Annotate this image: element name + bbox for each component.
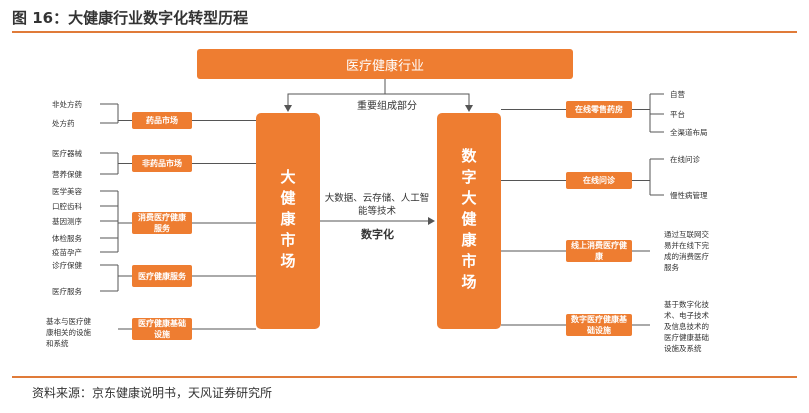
left-leaf-item: 医疗服务 [52, 287, 82, 296]
title-rule [12, 31, 797, 33]
right-leaf-item: 慢性病管理 [670, 191, 708, 200]
left-leaf-item: 诊疗保健 [52, 261, 82, 270]
left-leaf-item: 医疗器械 [52, 149, 82, 158]
right-group-box: 在线问诊 [566, 172, 632, 189]
left-group-box: 医疗健康基础设施 [132, 318, 192, 340]
health-market-box: 大健康市场 [256, 113, 320, 329]
right-leaf-item: 基于数字化技术、电子技术及信息技术的医疗健康基础设施及系统 [664, 300, 709, 353]
digitization-label: 数字化 [361, 228, 394, 241]
source-note: 资料来源：京东健康说明书，天风证券研究所 [32, 386, 273, 400]
right-group-box: 线上消费医疗健康 [566, 240, 632, 262]
right-group-box: 在线零售药房 [566, 101, 632, 118]
left-leaf-item: 医学美容 [52, 187, 82, 196]
left-connectors [100, 103, 256, 330]
left-leaf-item: 营养保健 [52, 170, 82, 179]
left-leaf-item: 口腔齿科 [52, 202, 82, 211]
connector-top-to-right-market [385, 93, 473, 112]
technology-note: 大数据、云存储、人工智能等技术 [324, 193, 430, 217]
left-group-box: 非药品市场 [132, 155, 192, 172]
left-leaf-item: 非处方药 [52, 100, 82, 109]
left-leaf-item: 基因测序 [52, 217, 82, 226]
figure-title: 图 16：大健康行业数字化转型历程 [12, 9, 249, 27]
right-leaf-item: 全渠道布局 [670, 128, 708, 137]
source-rule [12, 376, 797, 378]
left-group-box: 药品市场 [132, 112, 192, 129]
right-leaf-item: 平台 [670, 110, 685, 119]
left-leaf-item: 基本与医疗健康相关的设施和系统 [46, 317, 91, 348]
right-leaf-item: 通过互联网交易并在线下完成的消费医疗服务 [664, 230, 709, 272]
left-leaf-item: 处方药 [52, 119, 75, 128]
industry-box: 医疗健康行业 [197, 49, 573, 79]
left-group-box: 医疗健康服务 [132, 265, 192, 287]
right-leaf-item: 自营 [670, 90, 685, 99]
left-leaf-item: 体检服务 [52, 234, 82, 243]
left-leaf-item: 疫苗孕产 [52, 248, 82, 257]
connector-top-to-left-market [284, 79, 386, 112]
digital-health-market-box: 数字大健康市场 [437, 113, 501, 329]
left-group-box: 消费医疗健康服务 [132, 212, 192, 234]
right-leaf-item: 在线问诊 [670, 155, 700, 164]
right-group-box: 数字医疗健康基础设施 [566, 314, 632, 336]
right-connectors [501, 93, 664, 326]
component-note: 重要组成部分 [357, 101, 417, 112]
